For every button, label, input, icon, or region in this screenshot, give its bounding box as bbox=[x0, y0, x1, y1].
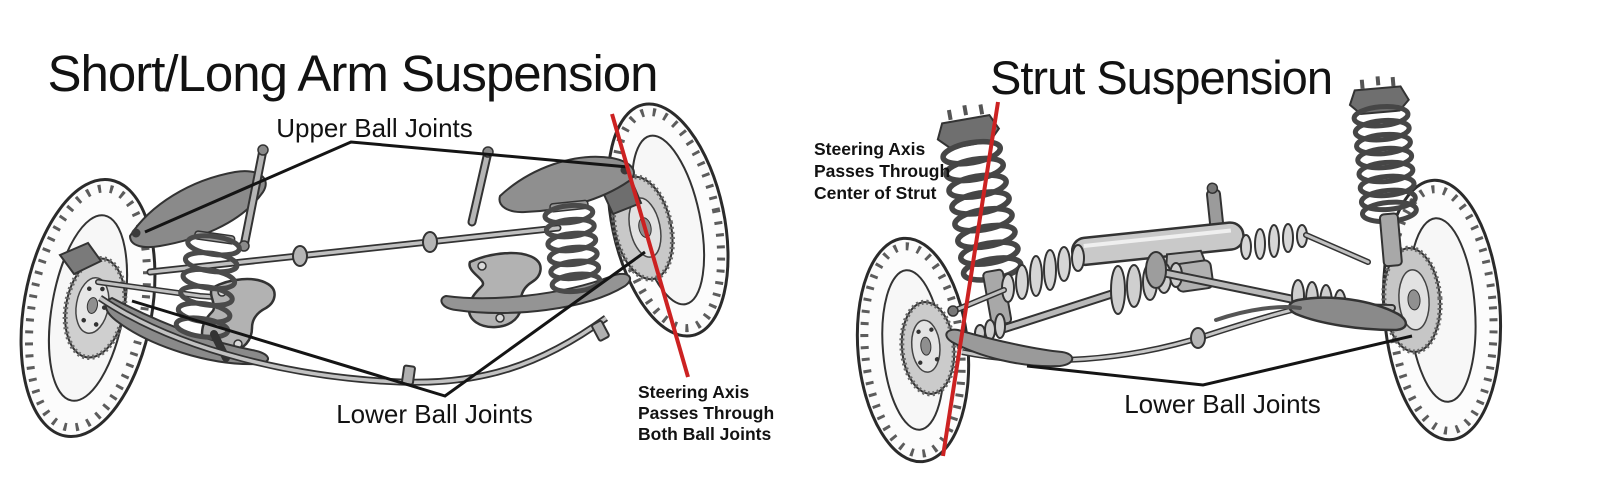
steering-axis-line-right bbox=[941, 101, 1000, 457]
steering-axis-note-left-line1: Steering Axis bbox=[638, 382, 750, 402]
strut-right-strut-icon bbox=[1348, 76, 1419, 268]
strut-left-bellows-icon bbox=[947, 244, 1085, 317]
sla-illustration bbox=[19, 102, 730, 439]
strut-lower-arm-rear bbox=[1214, 305, 1302, 322]
sla-center-link bbox=[146, 224, 562, 276]
steering-axis-note-right: Steering Axis Passes Through Center of S… bbox=[814, 138, 950, 204]
steering-axis-note-right-line2: Passes Through bbox=[814, 161, 951, 181]
sla-coil-spring-right-icon bbox=[542, 199, 603, 295]
sla-knuckle-right-bolt bbox=[477, 261, 487, 271]
upper-ball-joints-label: Upper Ball Joints bbox=[276, 113, 473, 143]
lower-ball-joints-label-left: Lower Ball Joints bbox=[336, 399, 533, 429]
steering-axis-note-left-line2: Passes Through bbox=[638, 403, 775, 423]
upper-ball-joints-pointer-line bbox=[144, 140, 629, 234]
sla-knuckle-right-bolt2 bbox=[495, 313, 505, 323]
steering-axis-note-left-line3: Both Ball Joints bbox=[638, 424, 772, 444]
strut-title: Strut Suspension bbox=[990, 51, 1333, 104]
strut-right-bellows-icon bbox=[1240, 223, 1371, 265]
steering-axis-line-left bbox=[610, 113, 690, 378]
sla-lower-arm-right bbox=[440, 272, 631, 314]
strut-left-rotor-icon bbox=[899, 299, 957, 397]
strut-lower-arm-right bbox=[1288, 296, 1407, 332]
sla-left-caliper bbox=[58, 241, 103, 276]
lower-ball-joints-right-pointer-line bbox=[1026, 334, 1413, 387]
sla-link-rod-left bbox=[238, 144, 269, 252]
lower-ball-joints-label-right: Lower Ball Joints bbox=[1124, 389, 1321, 419]
sla-upper-ball-joint-left-icon bbox=[131, 228, 141, 238]
steering-axis-note-right-line1: Steering Axis bbox=[814, 139, 926, 159]
sla-title: Short/Long Arm Suspension bbox=[47, 45, 658, 102]
steering-axis-note-right-line3: Center of Strut bbox=[814, 183, 937, 203]
sla-sway-bar bbox=[98, 295, 610, 386]
strut-lower-arm-left bbox=[945, 328, 1074, 368]
strut-illustration bbox=[855, 76, 1503, 464]
lower-ball-joints-left-pointer-line bbox=[131, 250, 646, 398]
steering-axis-note-left: Steering Axis Passes Through Both Ball J… bbox=[638, 382, 774, 445]
sla-link-rod-right bbox=[467, 146, 494, 227]
